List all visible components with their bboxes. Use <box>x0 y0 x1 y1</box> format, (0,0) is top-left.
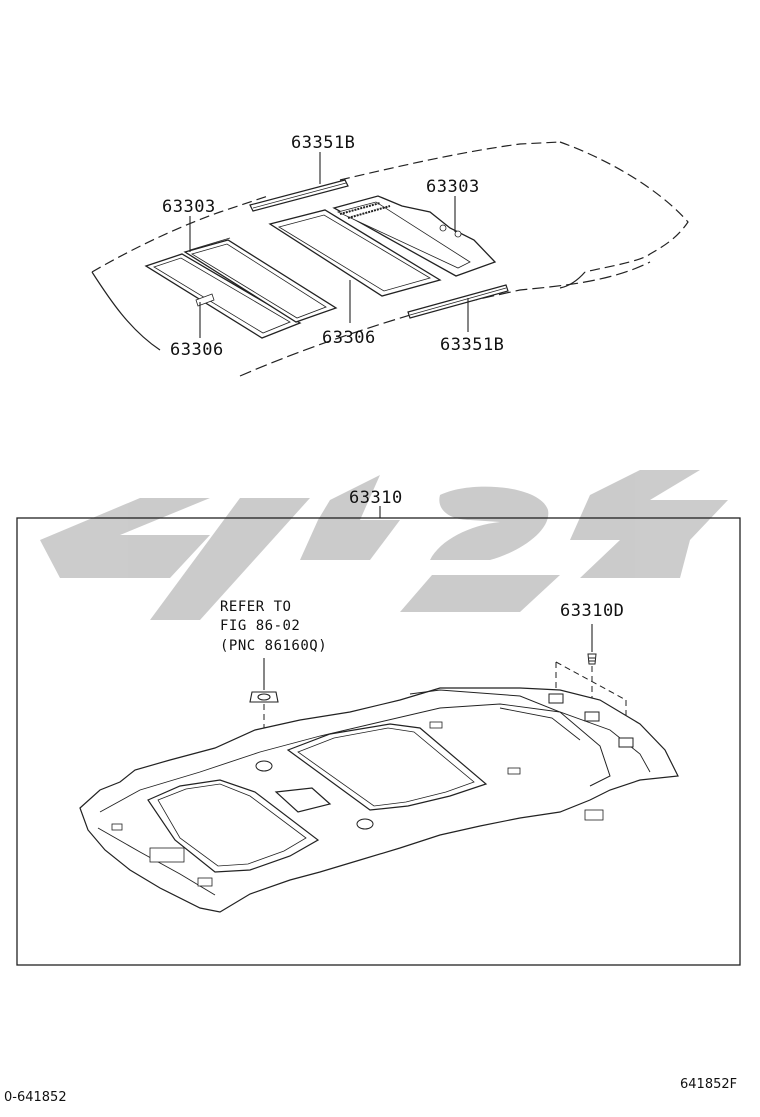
footer-left-code: 0-641852 <box>4 1090 67 1105</box>
part-label-63351b-top: 63351B <box>291 133 355 153</box>
headliner-clip-points <box>255 693 634 830</box>
refer-line-2: FIG 86-02 <box>220 618 300 634</box>
refer-line-1: REFER TO <box>220 599 291 615</box>
part-label-63310d: 63310D <box>560 601 624 621</box>
bracket-icon <box>249 691 279 703</box>
footer-right-code: 641852F <box>680 1077 738 1092</box>
main-part-frame <box>16 517 741 966</box>
sunshade-panel-left-upper <box>183 237 338 323</box>
roof-strip-lower <box>407 284 509 319</box>
headliner-body <box>79 687 679 913</box>
leader-lines-top <box>189 152 469 338</box>
sunshade-panel-left <box>144 253 302 339</box>
sunshade-panel-right <box>332 195 497 277</box>
part-label-63306-left: 63306 <box>170 340 224 360</box>
refer-line-3: (PNC 86160Q) <box>220 638 327 654</box>
part-label-63303-right: 63303 <box>426 177 480 197</box>
part-label-63351b-lower: 63351B <box>440 335 504 355</box>
sunshade-panel-center <box>268 209 442 297</box>
roof-strip-upper <box>249 179 349 212</box>
part-label-63306-center: 63306 <box>322 328 376 348</box>
part-label-63303-left: 63303 <box>162 197 216 217</box>
clip-icon <box>587 653 597 665</box>
part-label-63310: 63310 <box>349 488 403 508</box>
